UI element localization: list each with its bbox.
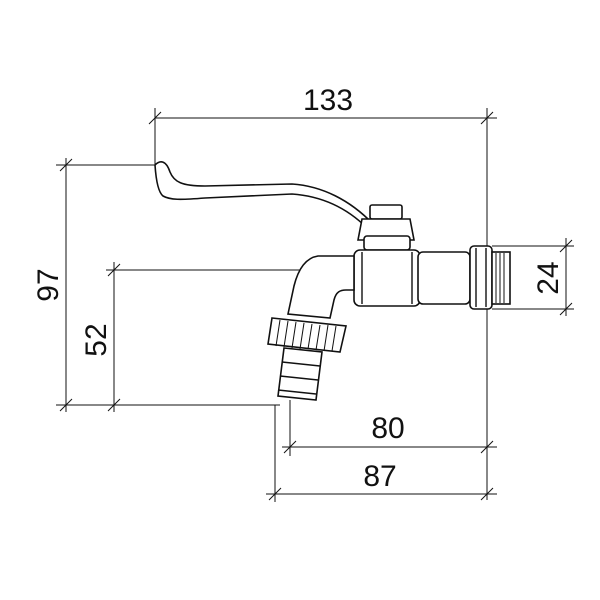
lever-handle bbox=[154, 161, 375, 230]
dimension-80: 80 bbox=[282, 400, 497, 456]
spout-elbow bbox=[287, 255, 355, 319]
hex-nut bbox=[469, 245, 493, 310]
dimension-52: 52 bbox=[80, 262, 318, 412]
dimension-97-label: 97 bbox=[32, 268, 65, 301]
threaded-end bbox=[491, 251, 511, 305]
dimension-87-label: 87 bbox=[363, 460, 396, 493]
valve-body bbox=[353, 249, 421, 307]
dimension-52-label: 52 bbox=[80, 323, 113, 356]
dimension-97: 97 bbox=[32, 158, 280, 412]
dimension-24-label: 24 bbox=[532, 261, 565, 294]
valve-cap-ring bbox=[363, 235, 411, 251]
dimension-80-label: 80 bbox=[371, 412, 404, 445]
faucet bbox=[154, 161, 511, 401]
dimension-24: 24 bbox=[492, 238, 574, 316]
valve-cap bbox=[357, 218, 415, 241]
stem-nut bbox=[369, 204, 403, 220]
hose-tail bbox=[277, 347, 323, 401]
dimension-87: 87 bbox=[266, 405, 497, 502]
body-extension bbox=[417, 251, 471, 305]
dimension-133-label: 133 bbox=[303, 84, 353, 117]
